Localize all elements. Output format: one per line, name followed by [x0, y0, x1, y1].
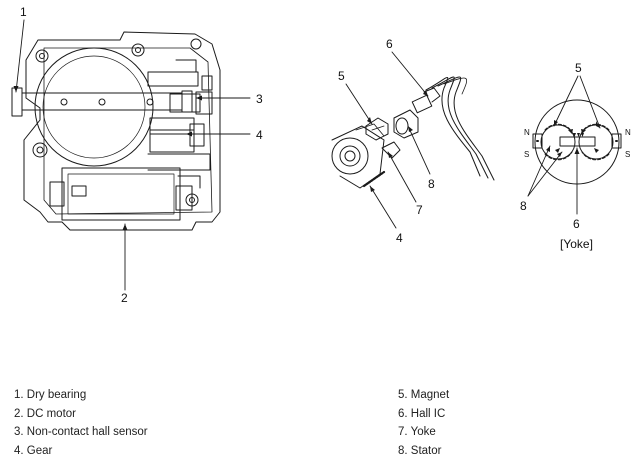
- flux-arrowheads: [555, 129, 599, 153]
- yoke-caption: [Yoke]: [560, 237, 593, 251]
- legend-right: 5. Magnet 6. Hall IC 7. Yoke 8. Stator: [398, 386, 449, 460]
- callout-5-yoke: 5: [575, 61, 582, 75]
- legend-left: 1. Dry bearing 2. DC motor 3. Non-contac…: [14, 386, 148, 460]
- callout-4: 4: [256, 128, 263, 142]
- pole-s-right: S: [625, 150, 630, 159]
- callout-4-assembly: 4: [396, 231, 403, 245]
- callout-6-yoke: 6: [573, 217, 580, 231]
- sensor-assembly: [331, 76, 495, 189]
- legend-item: 1. Dry bearing: [14, 389, 87, 401]
- pole-n-right: N: [625, 128, 631, 137]
- legend-item: 5. Magnet: [398, 389, 450, 401]
- callout-3: 3: [256, 92, 263, 106]
- pole-s-left: S: [524, 150, 529, 159]
- callout-2: 2: [121, 291, 128, 305]
- callout-7: 7: [416, 203, 423, 217]
- pole-n-left: N: [524, 128, 530, 137]
- callout-1: 1: [20, 5, 27, 19]
- legend-item: 8. Stator: [398, 444, 442, 457]
- callout-8-yoke: 8: [520, 199, 527, 213]
- leader-arrowheads: [13, 86, 600, 230]
- legend-item: 3. Non-contact hall sensor: [14, 426, 148, 438]
- legend-item: 6. Hall IC: [398, 407, 446, 420]
- throttle-body-housing: [11, 31, 221, 231]
- leader-lines: [15, 19, 601, 291]
- legend-item: 4. Gear: [14, 444, 53, 457]
- callout-8: 8: [428, 177, 435, 191]
- legend-item: 2. DC motor: [14, 407, 76, 420]
- callout-6: 6: [386, 37, 393, 51]
- callout-5: 5: [338, 69, 345, 83]
- legend-item: 7. Yoke: [398, 426, 436, 438]
- yoke-cross-section: [532, 99, 622, 185]
